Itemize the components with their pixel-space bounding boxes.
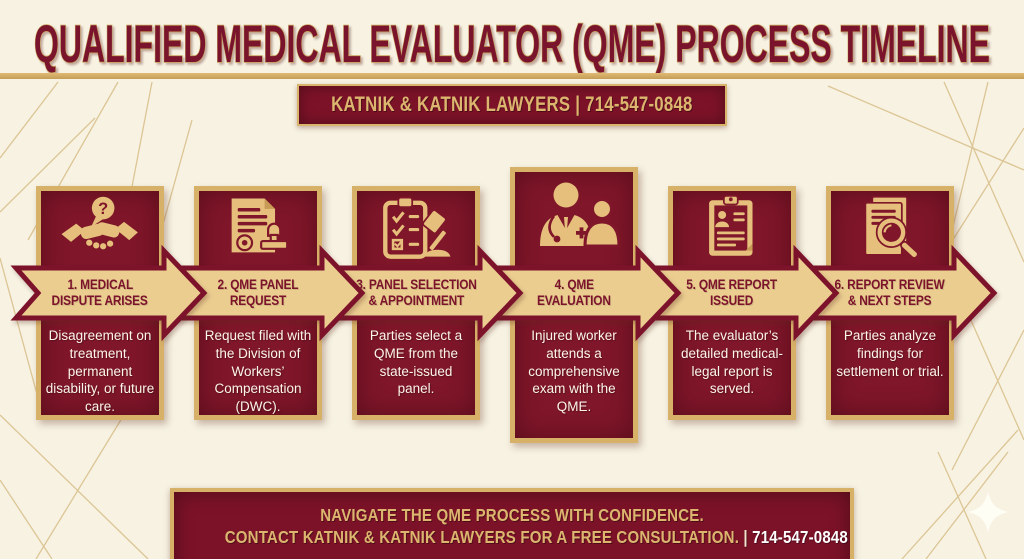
step-description: Request filed with the Division of Worke…: [204, 328, 312, 415]
doctor-patient-icon: [540, 182, 621, 248]
step-title: 5. QME REPORT ISSUED: [686, 277, 778, 308]
step-icon-zone: [510, 174, 638, 262]
timeline-step-2: 2. QME PANEL REQUEST Request filed with …: [168, 186, 366, 420]
timeline-step-4: 4. QME EVALUATION Injured worker attends…: [484, 167, 682, 443]
brand-firm: KATNIK & KATNIK LAWYERS: [331, 93, 571, 116]
step-title: 3. PANEL SELECTION & APPOINTMENT: [355, 277, 477, 308]
step-icon-zone: [668, 192, 796, 264]
timeline-step-6: 6. REPORT REVIEW & NEXT STEPS Parties an…: [800, 186, 998, 420]
step-title: 6. REPORT REVIEW & NEXT STEPS: [834, 277, 946, 308]
step-description: The evaluator’s detailed medical-legal r…: [680, 328, 784, 397]
step-description: Parties analyze findings for settlement …: [836, 328, 944, 379]
report-clipboard-icon: [709, 195, 753, 256]
checklist-gavel-icon: [383, 196, 451, 259]
cta-phone: 714-547-0848: [752, 527, 848, 548]
step-description: Disagreement on treatment, permanent dis…: [45, 328, 155, 415]
step-arrow: [10, 244, 208, 342]
page-title-text: QUALIFIED MEDICAL EVALUATOR (QME) PROCES…: [34, 15, 990, 74]
step-description: Injured worker attends a comprehensive e…: [528, 328, 620, 415]
svg-text:?: ?: [98, 200, 108, 218]
step-icon-zone: [826, 192, 954, 264]
step-icon-zone: [194, 192, 322, 264]
timeline-step-1: ? 1. MEDICAL DISPUTE ARISES: [10, 186, 208, 420]
timeline: ? 1. MEDICAL DISPUTE ARISES: [10, 167, 998, 443]
document-stamp-icon: [231, 198, 289, 253]
brand-separator: |: [575, 93, 581, 116]
step-title: 1. MEDICAL DISPUTE ARISES: [51, 277, 149, 308]
cta-separator: |: [743, 527, 748, 548]
cta-text: CONTACT KATNIK & KATNIK LAWYERS FOR A FR…: [224, 527, 740, 548]
cta-banner: NAVIGATE THE QME PROCESS WITH CONFIDENCE…: [170, 488, 854, 559]
cta-line-1: NAVIGATE THE QME PROCESS WITH CONFIDENCE…: [320, 505, 704, 525]
timeline-step-5: 5. QME REPORT ISSUED The evaluator’s det…: [642, 186, 840, 420]
brand-badge-text: KATNIK & KATNIK LAWYERS | 714-547-0848: [331, 93, 692, 117]
cta-line-2: CONTACT KATNIK & KATNIK LAWYERS FOR A FR…: [174, 526, 850, 548]
step-title: 2. QME PANEL REQUEST: [217, 277, 299, 308]
brand-phone: 714-547-0848: [585, 93, 693, 116]
step-description: Parties select a QME from the state-issu…: [369, 328, 463, 397]
divider-bar: [0, 73, 1024, 79]
brand-badge: KATNIK & KATNIK LAWYERS | 714-547-0848: [297, 84, 727, 126]
step-title: 4. QME EVALUATION: [537, 277, 611, 308]
page-title: QUALIFIED MEDICAL EVALUATOR (QME) PROCES…: [33, 14, 991, 75]
sparkle-diamond: [968, 492, 1008, 532]
document-magnifier-icon: [864, 195, 919, 259]
step-icon-zone: ?: [36, 192, 164, 264]
handshake-question-icon: ?: [61, 196, 139, 250]
step-icon-zone: [352, 192, 480, 264]
timeline-step-3: 3. PANEL SELECTION & APPOINTMENT Parties…: [326, 186, 524, 420]
